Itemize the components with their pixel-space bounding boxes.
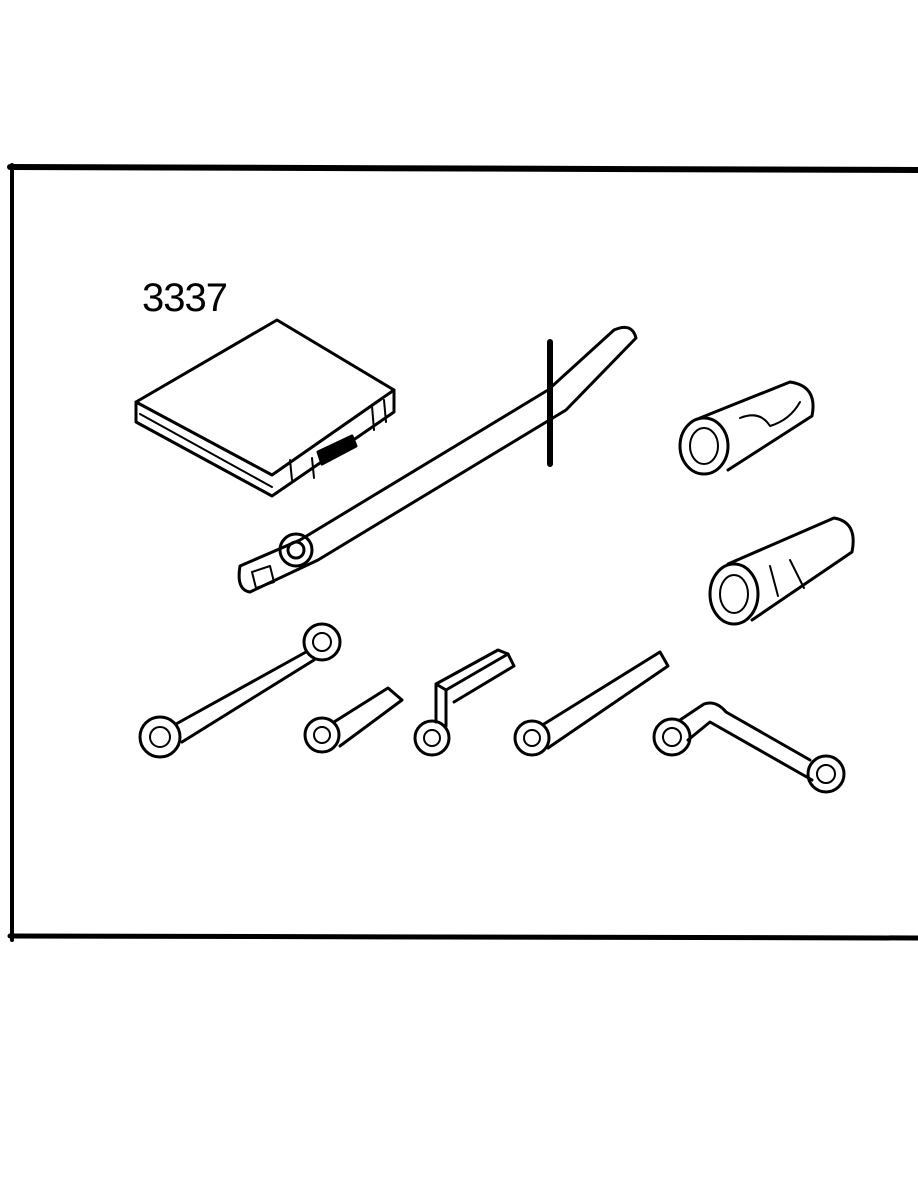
long-wrench-bar <box>237 325 638 594</box>
short-ring-spanner <box>303 686 404 754</box>
ring-spanner <box>138 622 342 759</box>
flat-ring-spanner <box>513 650 670 757</box>
figure-label: 3337 <box>142 276 228 320</box>
bent-ring-spanner <box>652 701 846 794</box>
socket-short <box>678 380 815 476</box>
tool-case <box>134 318 396 498</box>
offset-plate-spanner <box>413 648 516 757</box>
socket-long <box>708 516 855 626</box>
figure-border <box>7 163 918 942</box>
